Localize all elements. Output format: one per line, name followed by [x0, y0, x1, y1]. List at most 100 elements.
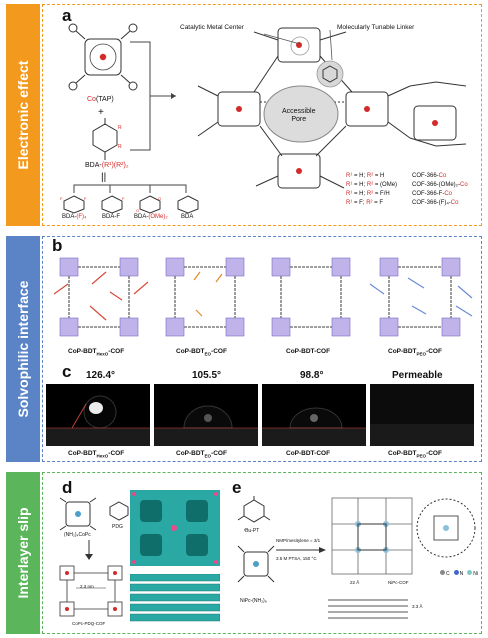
cof-framework-eo: [165, 257, 245, 337]
plus-sign: +: [98, 107, 104, 118]
linker-label-f: BDA-F: [102, 214, 120, 220]
reaction-conditions-2: 3.5 M PTSA, 150 °C: [276, 556, 317, 561]
panel-a-frame: [42, 4, 482, 226]
cof-name-legend: COF-366-Co COF-366-(OMe)₂-Co COF-366-F-C…: [412, 172, 468, 208]
crystal-lattice-top-view: [130, 490, 220, 566]
pdg-reagent-structure: [109, 501, 129, 521]
substituent-row: R¹ = H; R² = (OMe): [346, 182, 398, 188]
callout-lines: [263, 29, 333, 61]
product-copc-pdq-cof: CoPc-PDQ-COF: [72, 621, 106, 626]
copc-pdq-cof-structure: [59, 565, 123, 617]
legend-nitrogen: N: [453, 570, 463, 577]
linker-f-structure: F: [101, 195, 125, 214]
droplet-photo-peo: [370, 384, 474, 446]
nipc-cof-stacking: [328, 599, 408, 619]
linker-label-ome: BDA-(OMe)₂: [134, 214, 168, 220]
co-tap-structure: [68, 23, 138, 91]
cof-caption-b-bdt: CoP-BDT-COF: [286, 348, 331, 355]
substituent-row: R¹ = H; R² = H: [346, 173, 385, 179]
reaction-arrow: [130, 41, 176, 151]
section-title: Solvophilic interface: [15, 280, 31, 418]
linker-bda-structure: [177, 195, 199, 214]
reagent-metal: Co: [87, 96, 96, 103]
reagent-tap: (TAP): [95, 96, 114, 103]
cof-framework-bdt: [271, 257, 351, 337]
substituent-row: R¹ = F; R² = F: [346, 200, 384, 206]
callout-catalytic-metal-center: Catalytic Metal Center: [180, 24, 244, 31]
cof-name: COF-366-Co: [412, 173, 447, 179]
svg-text:F: F: [60, 196, 63, 201]
reagent-copc: (NH₂)₄CoPc: [64, 532, 91, 538]
nipc-reagent-structure: [237, 545, 275, 583]
crystal-lattice-side-view: [130, 574, 220, 622]
linker-options-bracket: [73, 184, 187, 193]
section-tab-electronic-effect: Electronic effect: [6, 4, 40, 226]
legend-carbon: C: [440, 570, 450, 577]
cof-caption-b-hexo: CoP-BDTHexO-COF: [68, 348, 125, 357]
cof-framework-hexo: [53, 257, 149, 337]
cof-caption-c-hexo: CoP-BDTHexO-COF: [68, 450, 125, 459]
panel-label-c: c: [62, 362, 72, 381]
pore-spacing-d: 2.3 nm: [80, 584, 94, 589]
pore-spacing-e: 22 Å: [350, 580, 360, 585]
section-tab-solvophilic-interface: Solvophilic interface: [6, 236, 40, 462]
reagent-co-tap: Co(TAP): [87, 96, 114, 103]
cof-caption-c-eo: CoP-BDTEO-COF: [176, 450, 227, 459]
svg-text:R²: R²: [118, 144, 122, 150]
linker-label-bda: BDA: [181, 214, 194, 220]
reagent-tbu-pt: ᵗBu-PT: [244, 528, 260, 534]
product-nipc-cof: NiPc-COF: [388, 580, 409, 585]
panel-bc-frame: [42, 236, 482, 462]
element-legend: C N Ni: [440, 570, 478, 577]
svg-text:F: F: [84, 196, 87, 201]
cof-caption-c-peo: CoP-BDTPEO-COF: [388, 450, 442, 459]
panel-label-a: a: [62, 6, 72, 25]
cof-name: COF-366-(F)₄-Co: [412, 200, 459, 206]
substituent-row: R¹ = H; R² = F/H: [346, 191, 390, 197]
callout-tunable-linker: Molecularly Tunable Linker: [337, 24, 415, 31]
reagent-pdg: PDG: [112, 524, 123, 530]
droplet-photo-hexo: [46, 384, 150, 446]
copc-reagent-structure: [59, 497, 97, 531]
droplet-photo-eo: [154, 384, 258, 446]
svg-text:O: O: [136, 208, 139, 213]
contact-angle-bdt: 98.8°: [300, 370, 324, 381]
reaction-arrow-d: [85, 540, 93, 560]
panel-label-d: d: [62, 478, 73, 497]
stacking-distance: 3.3 Å: [412, 604, 423, 609]
substituent-legend: R¹ = H; R² = H R¹ = H; R² = (OMe) R¹ = H…: [346, 172, 397, 208]
reagent-nipc: NiPc-(NH₂)₈: [240, 598, 267, 604]
panel-label-e: e: [232, 478, 242, 497]
legend-nickel: Ni: [467, 570, 478, 577]
panel-de-frame: [42, 472, 482, 634]
contact-angle-eo: 105.5°: [192, 370, 222, 381]
bda-structure: R¹ R²: [92, 118, 122, 160]
contact-angle-hexo: 126.4°: [86, 370, 116, 381]
cof-caption-c-bdt: CoP-BDT-COF: [286, 450, 331, 457]
cof-name: COF-366-(OMe)₂-Co: [412, 182, 468, 188]
reagent-bda: BDA-(R¹)(R²)₂: [85, 162, 129, 169]
cof-caption-b-peo: CoP-BDTPEO-COF: [388, 348, 442, 357]
svg-text:R¹: R¹: [118, 125, 122, 131]
pore-label: Accessible Pore: [282, 108, 316, 123]
cof-framework-peo: [369, 257, 473, 337]
cof-366-framework: [197, 27, 467, 189]
cof-caption-b-eo: CoP-BDTEO-COF: [176, 348, 227, 357]
nipc-cof-structure: [331, 497, 413, 575]
linker-label-f4: BDA-(F)₄: [62, 214, 87, 220]
equals-sign: ||: [101, 172, 107, 183]
reaction-conditions-1: NMP/mesitylene = 3/1: [276, 538, 321, 543]
section-tab-interlayer-slip: Interlayer slip: [6, 472, 40, 634]
contact-angle-peo: Permeable: [392, 370, 443, 381]
svg-text:O: O: [158, 196, 161, 201]
droplet-photo-bdt: [262, 384, 366, 446]
reaction-arrow-e: [276, 547, 326, 553]
tbu-pt-structure: [237, 496, 271, 523]
panel-label-b: b: [52, 236, 63, 255]
linker-ome-structure: OO: [136, 195, 161, 214]
section-title: Interlayer slip: [15, 507, 31, 599]
cof-name: COF-366-F-Co: [412, 191, 453, 197]
section-title: Electronic effect: [15, 60, 31, 170]
svg-text:F: F: [122, 196, 125, 201]
